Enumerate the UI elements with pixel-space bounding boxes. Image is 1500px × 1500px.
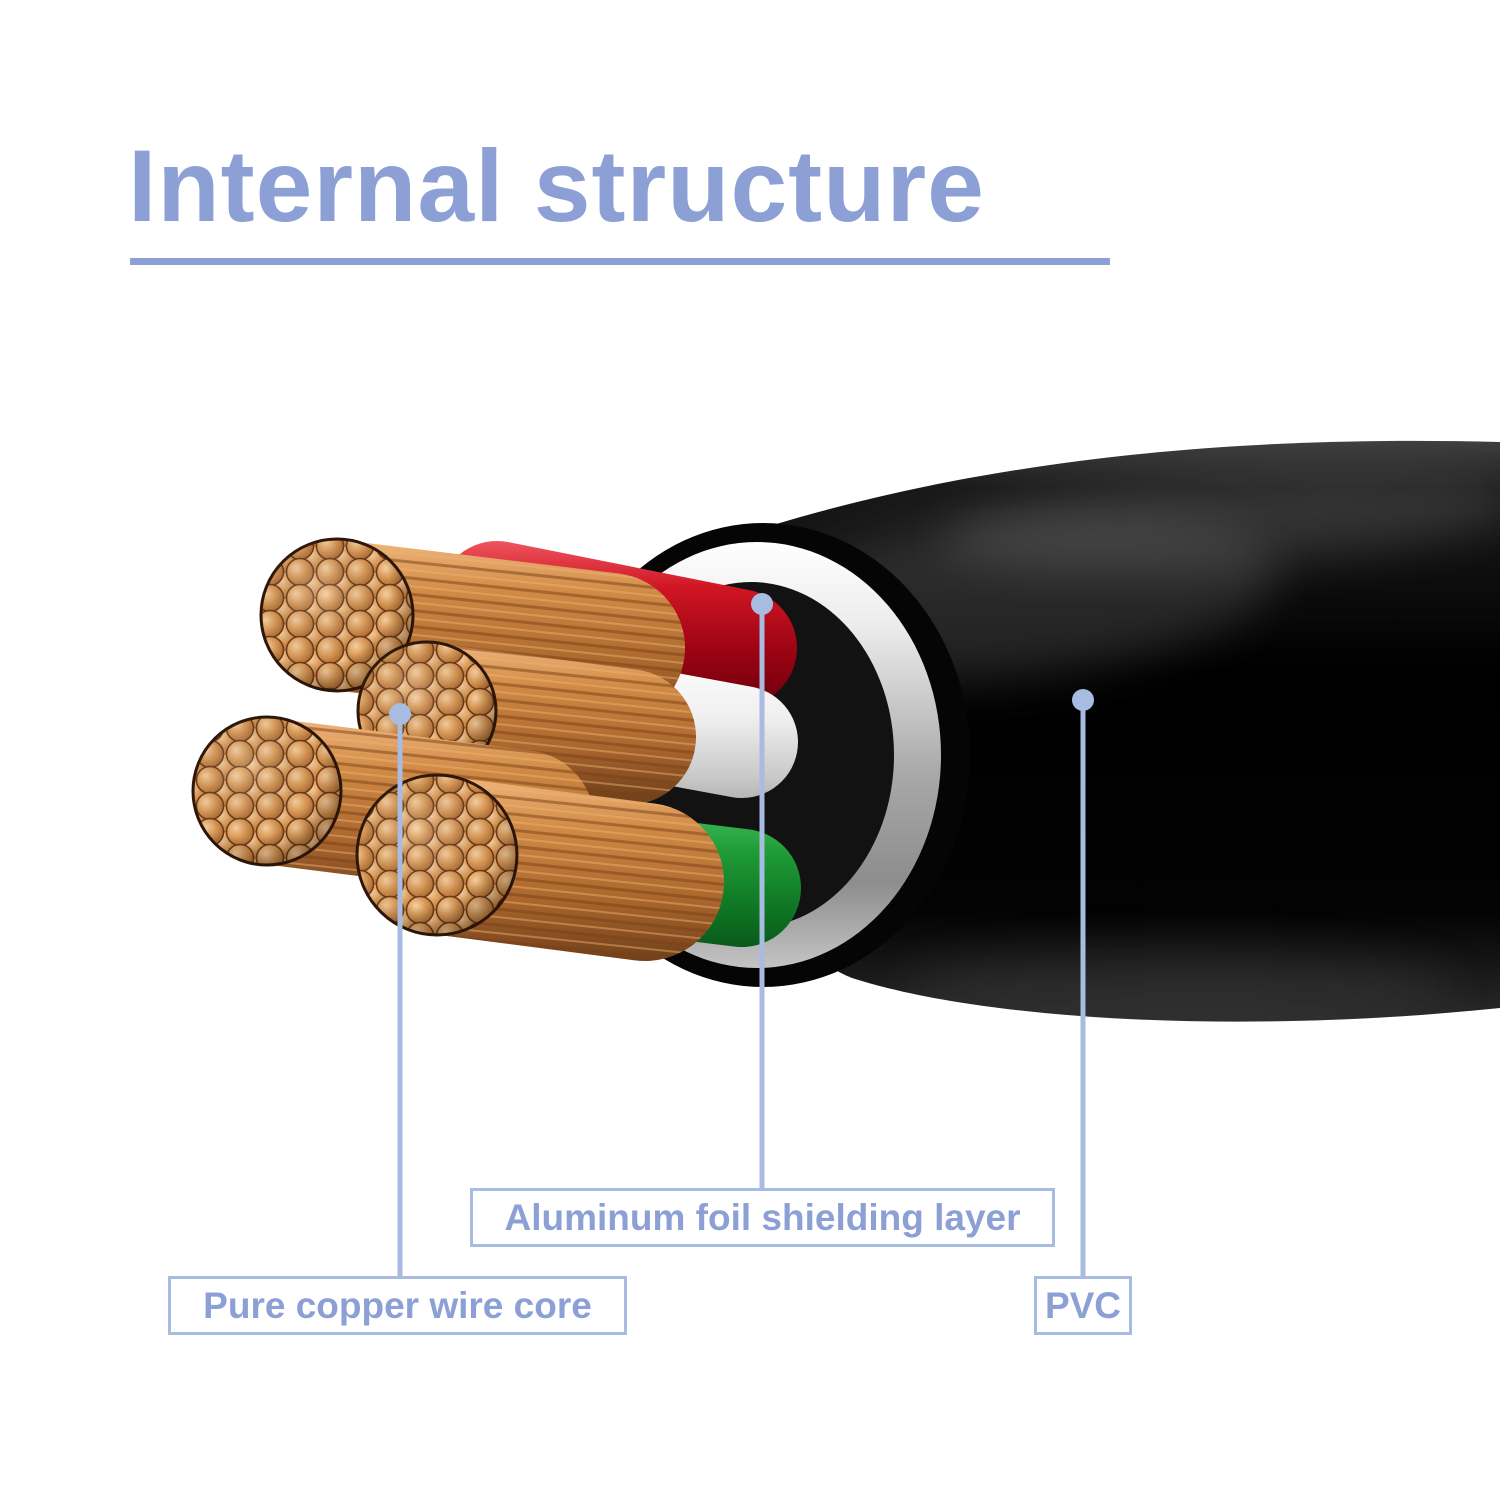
callout-pvc: PVC <box>1034 1276 1132 1335</box>
copper-wire-core <box>191 537 724 961</box>
leader-dot-pvc <box>1072 689 1094 711</box>
leader-dot-aluminum <box>751 593 773 615</box>
copper-bundle-1 <box>259 537 685 723</box>
title-underline <box>130 258 1110 265</box>
copper-bundle-4 <box>355 773 724 961</box>
callout-copper-core: Pure copper wire core <box>168 1276 627 1335</box>
page-title: Internal structure <box>128 129 985 243</box>
copper-bundle-2 <box>356 640 696 805</box>
callout-copper-core-label: Pure copper wire core <box>203 1284 592 1326</box>
leader-dots <box>389 593 1094 725</box>
leader-dot-copper <box>389 703 411 725</box>
callout-aluminum-foil-label: Aluminum foil shielding layer <box>504 1196 1021 1238</box>
callout-aluminum-foil: Aluminum foil shielding layer <box>470 1188 1055 1247</box>
leader-lines <box>397 604 1086 1278</box>
callout-pvc-label: PVC <box>1044 1284 1122 1326</box>
